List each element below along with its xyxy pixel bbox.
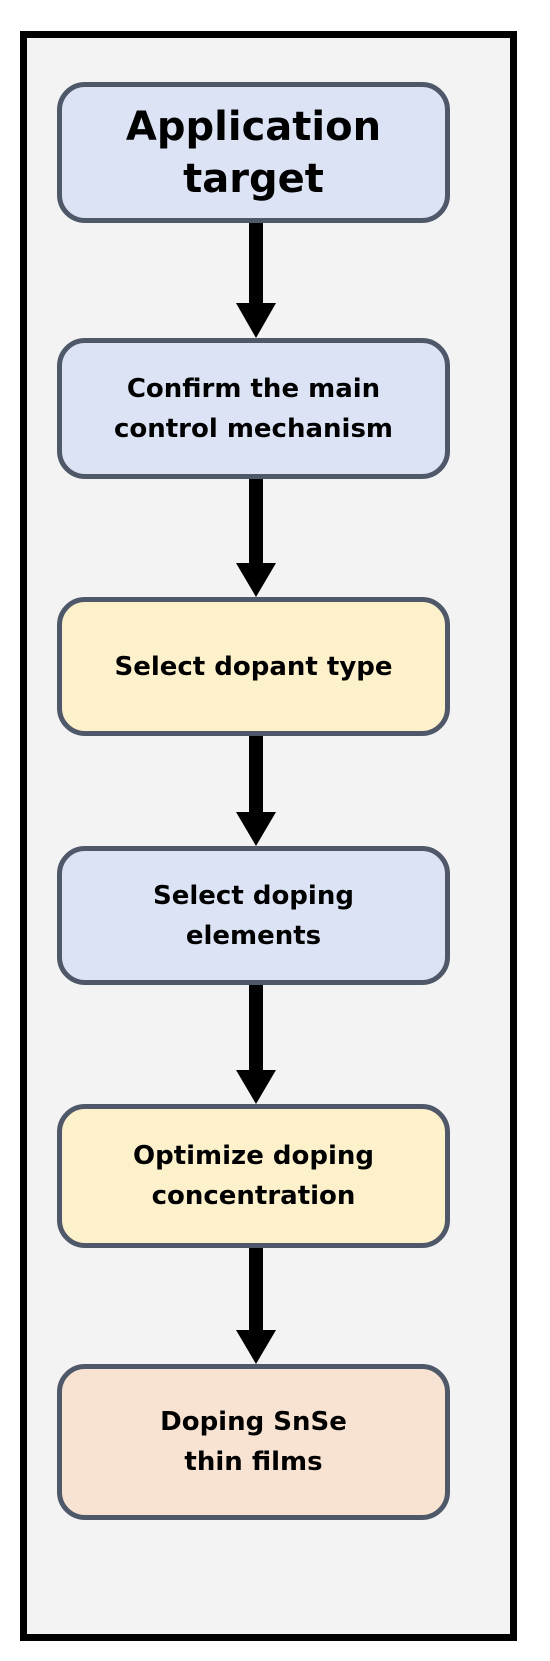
arrow-3-4 [236, 735, 276, 846]
flow-step-doping-concentration: Optimize doping concentration [57, 1104, 450, 1248]
arrow-1-2 [236, 222, 276, 338]
flow-step-label: Optimize doping concentration [133, 1141, 374, 1211]
flow-step-label: Select dopant type [114, 651, 393, 682]
flow-step-doping-elements: Select doping elements [57, 846, 450, 985]
flow-step-label: Doping SnSe thin films [160, 1407, 347, 1477]
flow-step-application-target: Application target [57, 82, 450, 223]
flow-step-label: Application target [125, 103, 382, 202]
flow-step-label: Select doping elements [153, 880, 354, 951]
flow-step-confirm-mechanism: Confirm the main control mechanism [57, 338, 450, 479]
flow-step-dopant-type: Select dopant type [57, 597, 450, 736]
flow-step-snse-thin-films: Doping SnSe thin films [57, 1364, 450, 1520]
flow-step-label: Confirm the main control mechanism [113, 373, 394, 444]
arrow-4-5 [236, 983, 276, 1104]
arrow-5-6 [236, 1248, 276, 1364]
arrow-2-3 [236, 478, 276, 597]
